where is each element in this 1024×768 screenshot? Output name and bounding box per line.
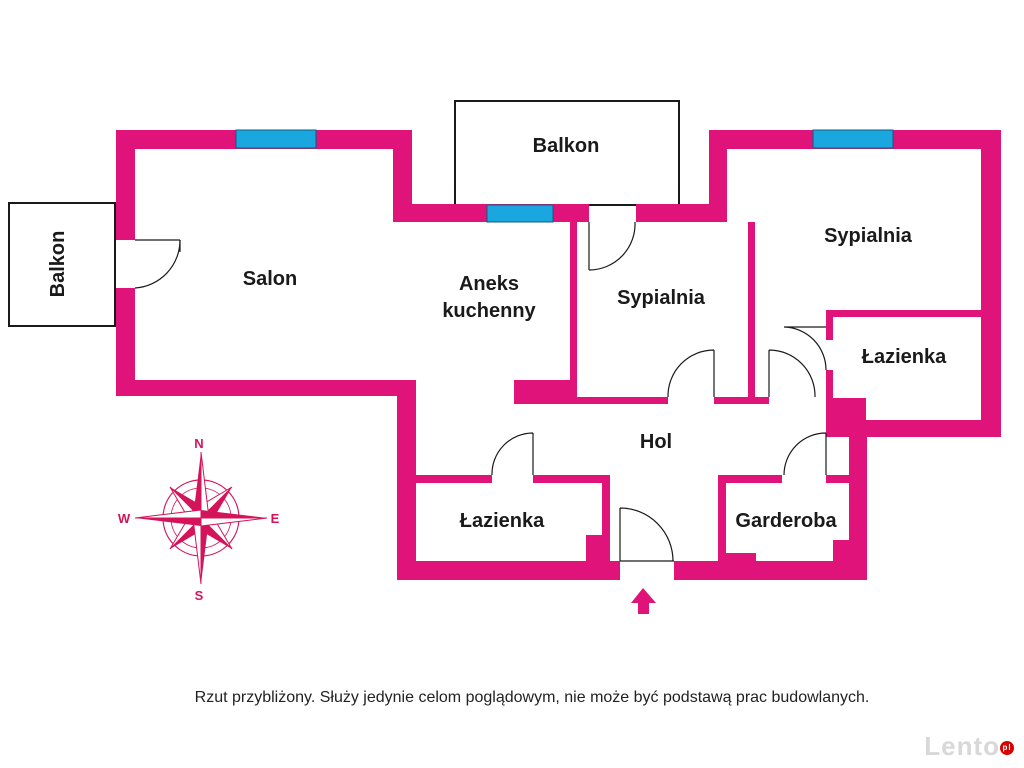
door-salon-balcony [134, 239, 181, 289]
entrance-arrow-icon [631, 588, 656, 614]
watermark-text: Lento [924, 731, 1000, 761]
label-balkon-top: Balkon [533, 135, 600, 157]
label-sypialnia-large: Sypialnia [824, 225, 913, 247]
compass-e: E [271, 511, 280, 526]
window-bedroom-large [812, 129, 894, 149]
label-salon: Salon [243, 268, 297, 290]
interior-walls [410, 222, 986, 565]
label-balkon-left: Balkon [47, 231, 69, 298]
label-lazienka-right: Łazienka [862, 346, 947, 368]
label-aneks-line1: Aneks [459, 273, 519, 295]
compass-rose-icon [134, 451, 268, 585]
door-small-bedroom [667, 349, 715, 398]
door-large-bedroom [768, 349, 816, 398]
label-aneks-line2: kuchenny [442, 300, 536, 322]
windows [235, 129, 894, 223]
door-garderoba [783, 432, 827, 476]
door-lazienka-right [783, 326, 827, 371]
door-lazienka-bottom [491, 432, 534, 476]
doors [134, 221, 827, 562]
balcony-left [8, 202, 116, 327]
door-top-balcony [588, 221, 636, 271]
compass-s: S [195, 588, 204, 603]
compass-w: W [118, 511, 131, 526]
label-lazienka-bottom: Łazienka [460, 510, 545, 532]
walls [116, 130, 1001, 580]
disclaimer-text: Rzut przybliżony. Służy jedynie celom po… [194, 689, 870, 706]
label-garderoba: Garderoba [735, 510, 837, 532]
window-salon [235, 129, 317, 149]
balcony-top [454, 100, 680, 206]
label-sypialnia-small: Sypialnia [617, 287, 706, 309]
window-kitchen [486, 204, 554, 223]
label-hol: Hol [640, 431, 672, 453]
door-entrance [619, 507, 674, 562]
compass-n: N [194, 436, 203, 451]
watermark-badge: pl [1000, 741, 1014, 756]
